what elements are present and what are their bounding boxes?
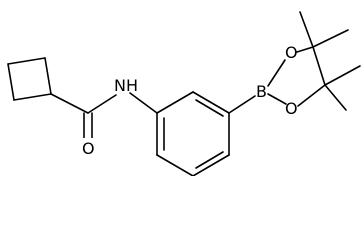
bond xyxy=(228,95,256,114)
bond xyxy=(192,154,230,176)
bond xyxy=(156,91,194,114)
label-background xyxy=(80,138,96,158)
chemical-structure-diagram: NH O B O O xyxy=(7,11,361,176)
bond xyxy=(13,93,52,101)
bond xyxy=(267,93,287,105)
bond xyxy=(156,154,194,176)
bond xyxy=(297,84,326,107)
bond xyxy=(299,11,314,48)
bond xyxy=(267,59,286,87)
bond xyxy=(129,92,158,114)
bond xyxy=(87,94,117,114)
bond xyxy=(312,46,326,86)
bond xyxy=(195,99,224,117)
bond xyxy=(7,57,46,65)
carbonyl-oxygen-label: O xyxy=(82,139,95,158)
bond xyxy=(50,93,89,114)
atom-label-boron: B xyxy=(256,82,267,101)
ester-oxygen-upper-label: O xyxy=(285,43,298,62)
atom-label-carbonyl-o: O xyxy=(80,138,96,158)
atom-label-nh: NH xyxy=(114,76,138,95)
boron-label: B xyxy=(256,82,267,101)
bond xyxy=(324,84,347,111)
ester-oxygen-lower-label: O xyxy=(285,99,298,118)
dioxaborolane-ring xyxy=(267,46,326,107)
cyclobutane-ring xyxy=(7,57,52,101)
bond xyxy=(192,91,230,114)
bond xyxy=(7,63,15,101)
bond xyxy=(312,29,349,48)
nh-label: NH xyxy=(114,76,138,95)
bond xyxy=(296,46,314,53)
bond xyxy=(195,151,224,169)
atom-label-ester-o-lower: O xyxy=(285,99,298,118)
bond xyxy=(324,65,361,86)
bond xyxy=(44,57,52,95)
benzene-ring xyxy=(156,91,230,176)
methyl-groups xyxy=(299,11,361,111)
atom-label-ester-o-upper: O xyxy=(285,43,298,62)
